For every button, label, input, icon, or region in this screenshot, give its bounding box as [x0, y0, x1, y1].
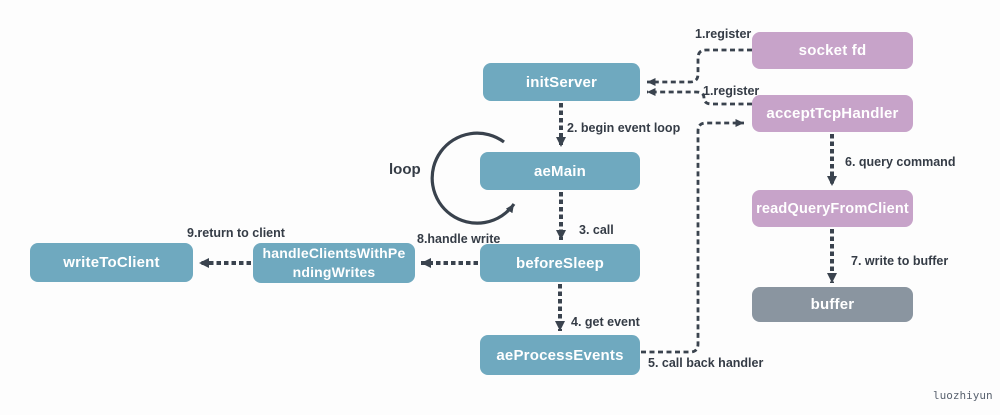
node-init-server: initServer: [483, 63, 640, 101]
edge-label-write-to-buffer: 7. write to buffer: [851, 254, 949, 268]
node-accept-tcp-handler: acceptTcpHandler: [752, 95, 913, 132]
node-read-query-from-client: readQueryFromClient: [752, 190, 913, 227]
node-socket-fd: socket fd: [752, 32, 913, 69]
node-buffer: buffer: [752, 287, 913, 322]
edge-label-begin-event-loop: 2. begin event loop: [567, 121, 681, 135]
loop-annotation: loop: [389, 161, 421, 178]
edge-call-back-handler: [641, 119, 744, 354]
edge-label-query-command: 6. query command: [845, 155, 956, 169]
edge-label-call-back-handler: 5. call back handler: [648, 356, 764, 370]
edge-label-handle-write: 8.handle write: [417, 232, 501, 246]
edge-label-return-to-client: 9.return to client: [187, 226, 285, 240]
edge-label-register-socket: 1.register: [695, 27, 752, 41]
loop-circle-arrow: [430, 131, 516, 225]
edge-register-accept-handler: [647, 88, 752, 106]
edge-label-register-accept: 1.register: [703, 84, 760, 98]
node-write-to-client: writeToClient: [30, 243, 193, 282]
watermark: luozhiyun: [933, 389, 993, 402]
node-handle-clients-with-pending-writes: handleClientsWithPe ndingWrites: [253, 243, 415, 283]
node-label-line: handleClientsWithPe: [262, 245, 406, 261]
edge-register-socket-fd: [647, 48, 752, 86]
node-ae-process-events: aeProcessEvents: [480, 335, 640, 375]
node-before-sleep: beforeSleep: [480, 244, 640, 282]
edge-label-get-event: 4. get event: [571, 315, 640, 329]
node-ae-main: aeMain: [480, 152, 640, 190]
node-label-line: ndingWrites: [292, 264, 376, 280]
edge-label-call: 3. call: [579, 223, 614, 237]
